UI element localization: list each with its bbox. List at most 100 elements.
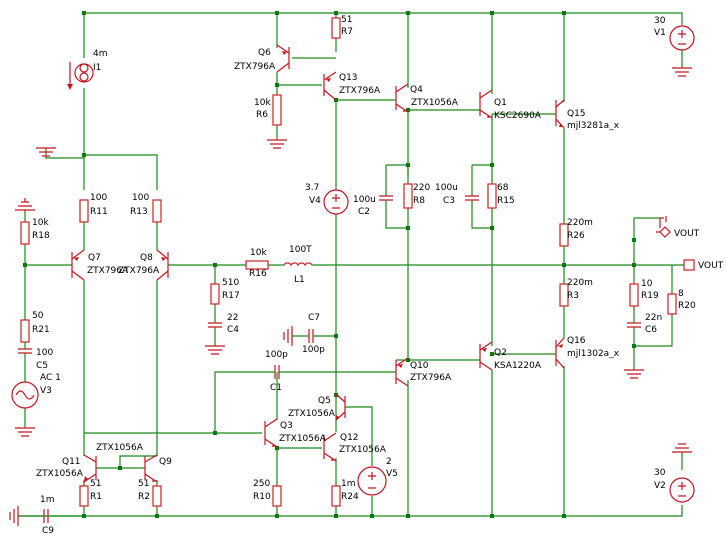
capacitor-C6: [627, 315, 641, 335]
resistor-R13: [152, 199, 162, 223]
label-R3-value: 220m: [567, 278, 593, 288]
label-C3-value: 100u: [435, 183, 458, 193]
label-V3-value: AC 1: [40, 373, 61, 383]
label-R19-value: 10: [641, 279, 653, 289]
resistor-R1: [79, 485, 89, 507]
transistor-Q13: [323, 71, 337, 101]
transistor-Q12: [323, 432, 337, 462]
resistor-R24: [331, 485, 341, 507]
transistor-Q8: [156, 249, 169, 281]
resistor-R3: [559, 283, 569, 307]
transistors: [71, 44, 565, 483]
resistor-R19: [629, 283, 639, 307]
label-Q2-model: KSA1220A: [494, 361, 542, 371]
label-C4-value: 22: [227, 313, 238, 323]
label-Q7-model: ZTX796A: [87, 266, 129, 276]
ac-source-V3: [11, 381, 39, 409]
label-R18-ref: R18: [32, 231, 50, 241]
label-C9-value: 1m: [40, 495, 55, 505]
resistor-R8: [403, 183, 413, 209]
voltage-source-V2: [669, 477, 695, 503]
resistor-R6: [272, 94, 282, 126]
label-V3-ref: V3: [40, 386, 52, 396]
label-R19-ref: R19: [641, 291, 659, 301]
voltage-source-V5: [357, 466, 387, 496]
label-V4-value: 3.7: [305, 183, 319, 193]
label-C1-value: 100p: [265, 350, 288, 360]
ground-symbols: [9, 67, 692, 526]
label-V1-ref: V1: [654, 28, 666, 38]
label-C1-ref: C1: [270, 383, 282, 393]
label-C6-ref: C6: [645, 325, 657, 335]
label-Q3-model: ZTX1056A: [279, 434, 327, 444]
label-Q13-model: ZTX796A: [339, 86, 381, 96]
label-R20-ref: R20: [678, 301, 696, 311]
label-Q2-ref: Q2: [494, 348, 507, 358]
label-L1-value: 100T: [289, 245, 312, 255]
label-Q5-model: ZTX1056A: [288, 409, 336, 419]
label-R2-value: 51: [138, 479, 149, 489]
label-R24-value: 1m: [341, 479, 356, 489]
label-R11-value: 100: [90, 193, 107, 203]
resistor-R16: [245, 260, 269, 270]
resistors: [20, 17, 677, 507]
output-ports: [656, 226, 695, 271]
label-Q8-model: ZTX796A: [118, 266, 160, 276]
label-C6-value: 22n: [645, 313, 662, 323]
label-vout-2: VOUT: [698, 261, 724, 271]
resistor-R17: [210, 283, 220, 305]
voltage-source-V4: [323, 189, 349, 215]
label-C2-ref: C2: [358, 207, 370, 217]
capacitor-C7: [305, 329, 317, 343]
label-Q3-ref: Q3: [280, 421, 293, 431]
label-Q9-ref: Q9: [159, 457, 172, 467]
ground-icon: [624, 369, 644, 379]
transistor-Q4: [395, 83, 409, 113]
transistor-Q9: [144, 454, 158, 483]
label-R7-ref: R7: [341, 27, 353, 37]
label-Q12-model: ZTX1056A: [339, 445, 387, 455]
label-Q10-model: ZTX796A: [410, 373, 452, 383]
ground-icon: [36, 147, 56, 157]
label-R1-ref: R1: [90, 492, 102, 502]
label-R26-value: 220m: [567, 218, 593, 228]
label-Q12-ref: Q12: [340, 433, 359, 443]
label-Q15-model: mjl3281a_x: [567, 121, 620, 131]
current-source-I1: [67, 62, 94, 90]
resistor-R11: [79, 199, 89, 223]
label-C3-ref: C3: [443, 196, 455, 206]
label-R17-ref: R17: [222, 291, 240, 301]
label-R8-value: 220: [413, 183, 430, 193]
transistor-Q6: [276, 44, 290, 73]
label-R10-ref: R10: [253, 492, 271, 502]
label-C2-value: 100u: [353, 195, 376, 205]
label-Q7-ref: Q7: [88, 253, 101, 263]
transistor-Q3: [264, 418, 278, 448]
label-R8-ref: R8: [413, 196, 425, 206]
junctions: [23, 11, 636, 518]
label-R2-ref: R2: [138, 492, 150, 502]
label-R17-value: 510: [222, 278, 239, 288]
label-V4-ref: V4: [309, 196, 321, 206]
label-Q13-ref: Q13: [339, 73, 358, 83]
voltage-source-V1: [669, 25, 695, 51]
sources: [11, 25, 695, 503]
label-Q16-ref: Q16: [567, 336, 586, 346]
labels: 4m I1 51 R7 Q6 ZTX796A Q13 ZTX796A 10k R…: [32, 15, 724, 536]
label-Q1-ref: Q1: [494, 98, 507, 108]
label-Q4-model: ZTX1056A: [411, 98, 459, 108]
transistor-Q1: [479, 89, 493, 119]
label-R6-ref: R6: [256, 110, 268, 120]
label-R16-value: 10k: [250, 248, 267, 258]
ground-icon: [672, 67, 692, 77]
capacitor-C9: [40, 509, 52, 523]
label-C5-value: 100: [36, 348, 53, 358]
label-Q5-ref: Q5: [318, 396, 331, 406]
resistor-R21: [20, 319, 30, 343]
label-R3-ref: R3: [567, 291, 579, 301]
label-V2-value: 30: [654, 468, 666, 478]
label-Q1-model: KSC2690A: [494, 111, 542, 121]
label-R26-ref: R26: [567, 231, 585, 241]
